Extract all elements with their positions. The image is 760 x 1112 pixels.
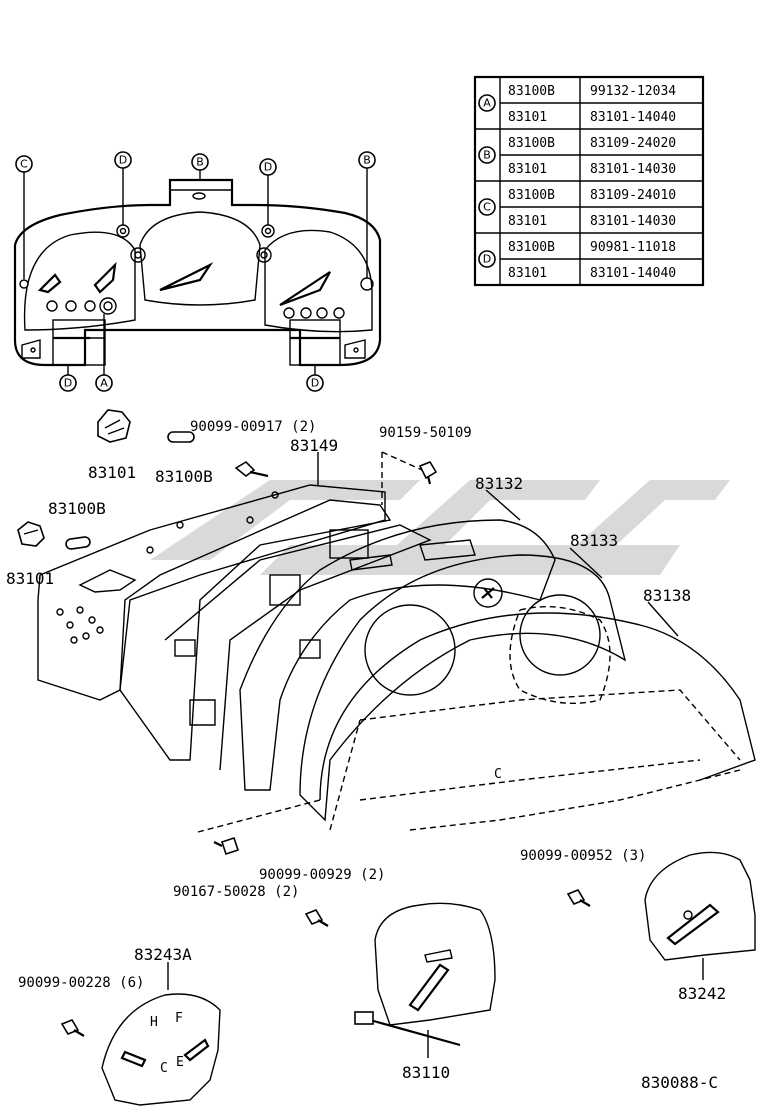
screw-50109 bbox=[418, 461, 438, 485]
label-screw-00228: 90099-00228 (6) bbox=[18, 975, 144, 991]
label-screw-50109: 90159-50109 bbox=[379, 425, 472, 441]
svg-text:D: D bbox=[264, 161, 272, 174]
temp-gauge-h-mark: H bbox=[150, 1015, 158, 1030]
svg-text:B: B bbox=[363, 154, 371, 167]
table-cell: 83101-14030 bbox=[590, 214, 676, 229]
watermark bbox=[150, 480, 730, 575]
label-screw-00952: 90099-00952 (3) bbox=[520, 848, 646, 864]
callout-a-bottom: A bbox=[95, 374, 113, 392]
label-83242: 83242 bbox=[678, 984, 726, 1003]
screw-00917 bbox=[234, 460, 269, 478]
label-83138: 83138 bbox=[643, 586, 691, 605]
table-cell: 90981-11018 bbox=[590, 240, 676, 255]
callout-d-top-left: D bbox=[114, 151, 132, 169]
table-cell: 83101 bbox=[508, 266, 547, 281]
callout-b-right: B bbox=[358, 151, 376, 169]
socket-83101-top bbox=[97, 409, 131, 443]
fuel-gauge-e-mark: E bbox=[176, 1055, 184, 1070]
svg-text:C: C bbox=[483, 201, 491, 214]
cluster-front-view bbox=[13, 178, 382, 367]
label-83149: 83149 bbox=[290, 436, 338, 455]
callout-c-left: C bbox=[15, 155, 33, 173]
callout-leaders bbox=[23, 168, 368, 375]
table-row-a: A bbox=[478, 94, 496, 112]
lens-mark-c: C bbox=[494, 767, 502, 782]
table-cell: 83100B bbox=[508, 84, 555, 99]
screw-50028 bbox=[213, 836, 240, 856]
table-cell: 83101-14030 bbox=[590, 162, 676, 177]
circuit-board bbox=[37, 484, 386, 701]
svg-text:D: D bbox=[119, 154, 127, 167]
table-cell: 83101-14040 bbox=[590, 266, 676, 281]
table-cell: 83101 bbox=[508, 162, 547, 177]
table-row-d: D bbox=[478, 250, 496, 268]
table-cell: 83100B bbox=[508, 240, 555, 255]
table-row-c: C bbox=[478, 198, 496, 216]
label-83100b-top: 83100B bbox=[155, 467, 213, 486]
fuel-gauge-f-mark: F bbox=[175, 1011, 183, 1026]
part-labels: 83101 83100B 90099-00917 (2) 83149 90159… bbox=[6, 419, 726, 1092]
callout-d-bottom-right: D bbox=[306, 374, 324, 392]
svg-text:D: D bbox=[311, 377, 319, 390]
screw-00228 bbox=[60, 1019, 85, 1037]
label-screw-50028: 90167-50028 (2) bbox=[173, 884, 299, 900]
callout-d-bottom-left: D bbox=[59, 374, 77, 392]
fuel-temp-gauge-83243a: F E H C bbox=[101, 993, 221, 1106]
housing-83149 bbox=[119, 499, 432, 771]
label-83110: 83110 bbox=[402, 1063, 450, 1082]
label-83132: 83132 bbox=[475, 474, 523, 493]
table-cell: 83101 bbox=[508, 214, 547, 229]
bulb-socket-table: A B C D 83100B 99132-12034 83101 83101-1… bbox=[473, 75, 705, 287]
callout-b-center: B bbox=[191, 153, 209, 171]
screw-00929 bbox=[304, 909, 329, 927]
label-screw-00917: 90099-00917 (2) bbox=[190, 419, 316, 435]
label-screw-00929: 90099-00929 (2) bbox=[259, 867, 385, 883]
label-83101-left: 83101 bbox=[6, 569, 54, 588]
table-cell: 83100B bbox=[508, 136, 555, 151]
speedometer-83110 bbox=[354, 902, 496, 1047]
table-cell: 83100B bbox=[508, 188, 555, 203]
svg-text:B: B bbox=[483, 149, 491, 162]
label-83243a: 83243A bbox=[134, 945, 192, 964]
table-cell: 83109-24010 bbox=[590, 188, 676, 203]
svg-text:C: C bbox=[20, 158, 28, 171]
label-83133: 83133 bbox=[570, 531, 618, 550]
callout-d-top-right: D bbox=[259, 158, 277, 176]
label-83101-top: 83101 bbox=[88, 463, 136, 482]
svg-text:A: A bbox=[483, 97, 491, 110]
plate-83132 bbox=[239, 519, 556, 791]
table-row-b: B bbox=[478, 146, 496, 164]
lens-83138: C bbox=[319, 606, 756, 831]
svg-text:B: B bbox=[196, 156, 204, 169]
dial-face-83133 bbox=[299, 554, 627, 822]
table-cell: 83101 bbox=[508, 110, 547, 125]
svg-text:D: D bbox=[483, 253, 491, 266]
diagram-id: 830088-C bbox=[641, 1073, 718, 1092]
table-cell: 83109-24020 bbox=[590, 136, 676, 151]
part-leaders bbox=[317, 452, 679, 637]
label-83100b-left: 83100B bbox=[48, 499, 106, 518]
socket-83101-left bbox=[17, 521, 45, 547]
tachometer-83242 bbox=[644, 851, 756, 961]
svg-text:D: D bbox=[64, 377, 72, 390]
bulb-83100b-left bbox=[65, 536, 91, 550]
screw-00952 bbox=[566, 889, 591, 907]
svg-text:A: A bbox=[100, 377, 108, 390]
bulb-83100b-top bbox=[167, 431, 195, 443]
table-cell: 83101-14040 bbox=[590, 110, 676, 125]
temp-gauge-c-mark: C bbox=[160, 1061, 168, 1076]
table-cell: 99132-12034 bbox=[590, 84, 676, 99]
